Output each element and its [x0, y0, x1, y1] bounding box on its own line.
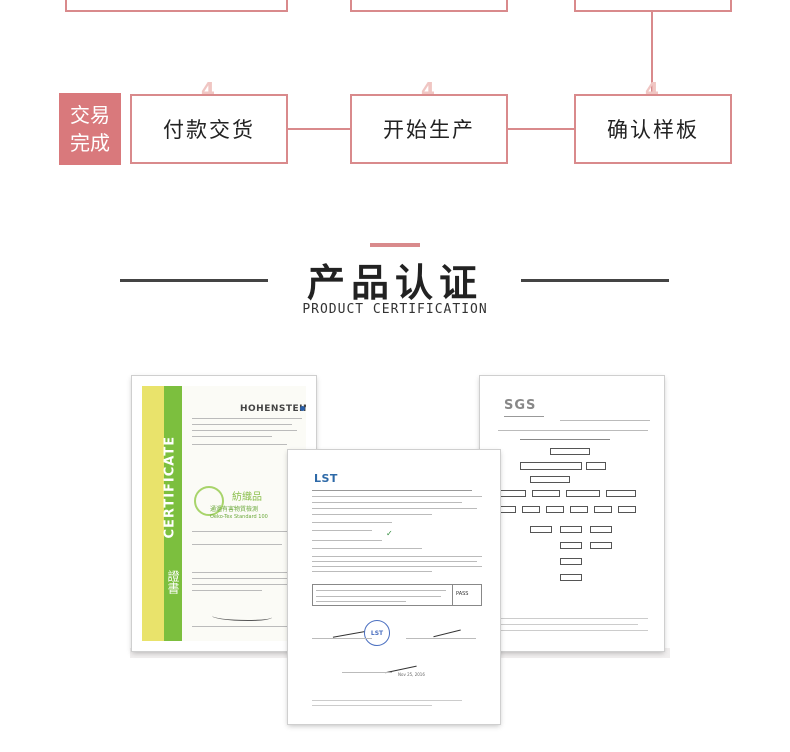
result-divider: [452, 584, 453, 606]
lst-stamp: LST: [364, 620, 390, 646]
process-box-top-middle: [350, 0, 508, 12]
done-label-line2: 完成: [70, 131, 110, 155]
hohenstein-logo: HOHENSTEIN: [240, 404, 306, 414]
cert-vertical-cn: 證書: [166, 570, 180, 594]
flow-node: [560, 526, 582, 533]
lst-stamp-text: LST: [370, 629, 384, 637]
connector-vertical: [651, 12, 653, 94]
cert-vertical-title: CERTIFICATE: [162, 435, 178, 539]
report-date: Nov 25, 2016: [398, 672, 425, 677]
flow-node: [590, 526, 612, 533]
certificate-sgs: SGS: [480, 376, 664, 651]
signature-icon: [331, 623, 365, 638]
sgs-logo: SGS: [504, 398, 537, 413]
cert-standard: Oeko-Tex Standard 100: [210, 514, 268, 520]
certificate-lst: LST ✓ PASS LST Nov 25, 2016: [288, 450, 500, 724]
flow-node: [594, 506, 612, 513]
title-accent-bar: [370, 243, 420, 247]
title-rule-left: [120, 279, 268, 282]
flow-node: [590, 542, 612, 549]
flow-node: [498, 506, 516, 513]
section-subtitle: PRODUCT CERTIFICATION: [302, 302, 488, 317]
flow-node: [566, 490, 600, 497]
signature-icon: [431, 620, 461, 638]
section-title: 产品认证: [306, 261, 483, 305]
lst-logo: LST: [314, 472, 338, 485]
flow-node: [530, 526, 552, 533]
cert-cn-mark: 紡織品: [232, 492, 262, 503]
signature-icon: [383, 656, 417, 674]
cert-green-strip: [164, 386, 182, 641]
flow-node: [520, 462, 582, 470]
deal-complete-badge: 交易 完成: [59, 93, 121, 165]
signature-icon: [212, 612, 272, 621]
flow-node: [606, 490, 636, 497]
flow-node: [570, 506, 588, 513]
step-label: 开始生产: [383, 118, 475, 142]
flow-node: [618, 506, 636, 513]
result-pass: PASS: [456, 591, 469, 597]
title-rule-right: [521, 279, 669, 282]
sun-badge-icon: [194, 486, 224, 516]
flow-node: [550, 448, 590, 455]
step-label: 确认样板: [607, 118, 699, 142]
step-label: 付款交货: [163, 118, 255, 142]
step-start-production: 开始生产: [350, 94, 508, 164]
done-label-line1: 交易: [70, 103, 110, 127]
process-box-top-right: [574, 0, 732, 12]
connector-horizontal: [508, 128, 574, 130]
flow-node: [522, 506, 540, 513]
cert-cn-sub: 通過有害物質檢測: [210, 506, 259, 513]
flow-node: [560, 574, 582, 581]
result-table: [312, 584, 482, 606]
hohenstein-logo-dot: [300, 406, 305, 411]
process-box-top-left: [65, 0, 288, 12]
flow-node: [560, 542, 582, 549]
step-payment-delivery: 付款交货: [130, 94, 288, 164]
flow-node: [560, 558, 582, 565]
flow-node: [530, 476, 570, 483]
connector-horizontal: [288, 128, 350, 130]
flow-node: [498, 490, 526, 497]
step-confirm-sample: 确认样板: [574, 94, 732, 164]
flow-node: [546, 506, 564, 513]
certificate-hohenstein: CERTIFICATE 證書 HOHENSTEIN 紡織品 通過有害物質檢測 O…: [132, 376, 316, 651]
flow-node: [532, 490, 560, 497]
flow-node: [586, 462, 606, 470]
checkmark-icon: ✓: [386, 529, 393, 538]
